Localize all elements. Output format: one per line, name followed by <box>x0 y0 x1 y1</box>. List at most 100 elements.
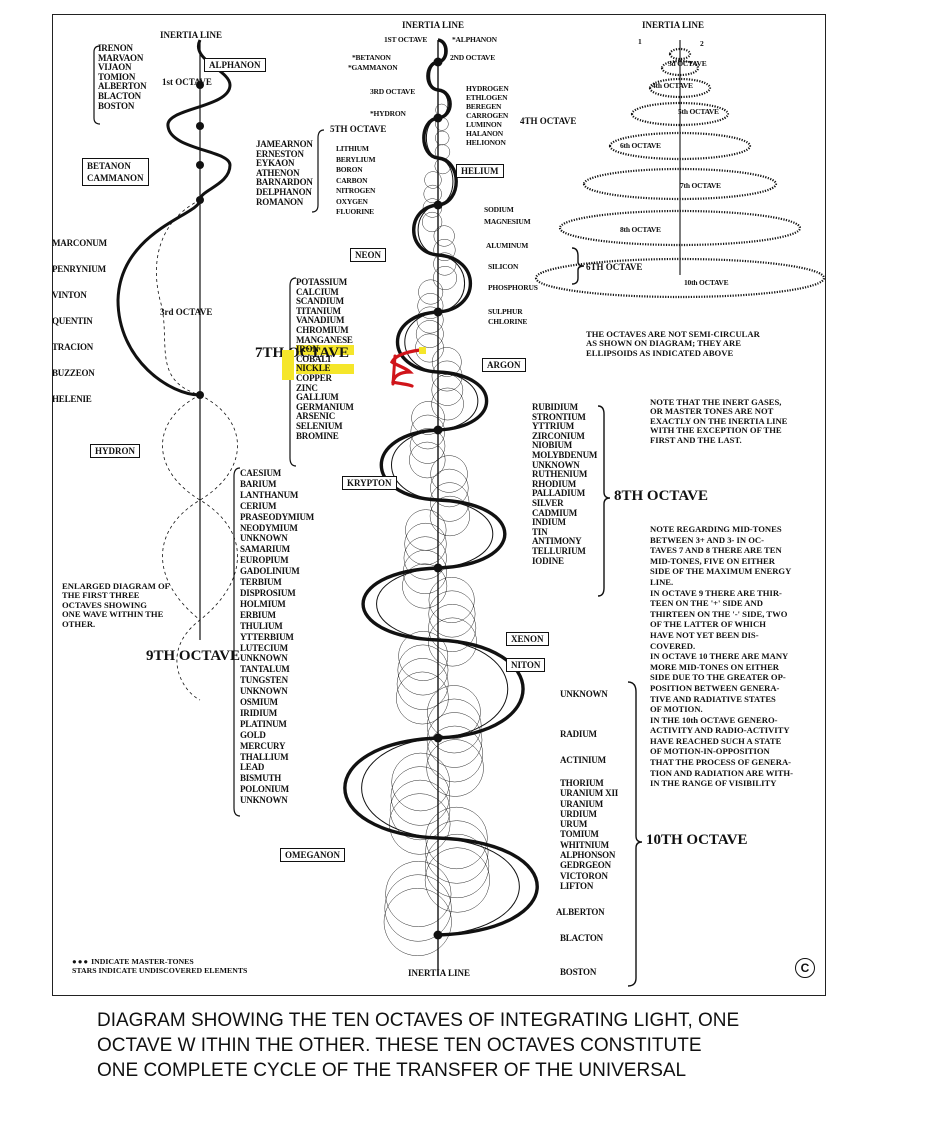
mid-tone-circle <box>422 211 443 233</box>
element-label: VIJAON <box>98 62 132 73</box>
master-tone-dot <box>433 930 443 940</box>
element-label: HOLMIUM <box>240 598 286 609</box>
element-label: MERCURY <box>240 740 286 751</box>
element-label: ARSENIC <box>296 411 336 422</box>
element-label: ZIRCONIUM <box>532 430 585 441</box>
element-label: VICTORON <box>560 870 608 881</box>
element-label: ALPHONSON <box>560 850 616 861</box>
xenon-box: XENON <box>506 632 549 646</box>
mid-tone-circle <box>428 604 477 652</box>
mid-tone-circle <box>426 725 484 783</box>
element-label: WHITNIUM <box>560 839 609 850</box>
tenth-actinium: ACTINIUM <box>560 755 606 765</box>
element-label: COBALT <box>296 353 332 364</box>
element-label: GALLIUM <box>296 392 339 403</box>
element-label: URANIUM XII <box>560 788 619 799</box>
fifth-octave-brace <box>311 129 325 213</box>
element-label: GADOLINIUM <box>240 566 300 577</box>
fifth-octave-label: 5TH OCTAVE <box>330 124 387 134</box>
mid-tone-circle <box>396 658 449 710</box>
element-label: ZINC <box>296 382 318 393</box>
element-label: TELLURIUM <box>532 545 586 556</box>
element-label: BOSTON <box>98 100 135 111</box>
mid-tone-circle <box>424 847 490 913</box>
mid-tone-circle <box>402 549 447 595</box>
element-label: IODINE <box>532 555 564 566</box>
mid-tones-note: NOTE REGARDING MID-TONES BETWEEN 3+ AND … <box>650 524 793 789</box>
element-label: THORIUM <box>560 778 604 788</box>
element-label: CARROGEN <box>466 111 509 120</box>
mid-tone-circle <box>402 563 448 609</box>
spiral-label-4: 4th OCTAVE <box>652 81 693 90</box>
mid-tone-circle <box>423 184 442 204</box>
mid-tone-circle <box>433 238 456 262</box>
mid-tone-circle <box>418 279 444 305</box>
mid-tone-circle <box>405 509 447 551</box>
mid-tone-circle <box>434 130 450 146</box>
caption-line: OCTAVE W ITHIN THE OTHER. THESE TEN OCTA… <box>97 1035 702 1056</box>
inertia-line-label-center: INERTIA LINE <box>402 20 464 30</box>
mid-tone-circle <box>433 225 455 247</box>
sixth-sulphur: SULPHUR <box>488 307 523 316</box>
alphanon-center-label: *ALPHANON <box>452 35 497 44</box>
yellow-marker <box>419 347 426 354</box>
third-octave-elements: MARCONUM PENRYNIUM VINTON QUENTIN TRACIO… <box>52 230 107 412</box>
element-label: ETHLOGEN <box>466 93 508 102</box>
element-label: CHROMIUM <box>296 324 349 335</box>
mid-tone-circle <box>427 685 481 739</box>
highlight-tab <box>282 350 294 380</box>
element-label: LITHIUM <box>336 144 369 153</box>
mid-tone-circle <box>428 617 477 667</box>
eighth-octave-brace <box>597 405 611 597</box>
right-ellipsoid <box>534 257 826 299</box>
red-annotation-stroke <box>391 354 397 386</box>
master-tone-dot <box>433 57 443 67</box>
master-tone-dot <box>196 391 204 399</box>
element-label: LUTECIUM <box>240 642 288 653</box>
sixth-phosphorus: PHOSPHORUS <box>488 283 538 292</box>
left-main-wave <box>116 39 232 397</box>
mid-tone-circle <box>431 374 464 406</box>
element-label: QUENTIN <box>52 316 93 326</box>
element-label: STRONTIUM <box>532 411 586 422</box>
spiral-label-8: 8th OCTAVE <box>620 225 661 234</box>
element-label: CERIUM <box>240 500 277 511</box>
inertia-line-label-left: INERTIA LINE <box>160 30 222 40</box>
spiral-label-10: 10th OCTAVE <box>684 278 729 287</box>
element-label: TUNGSTEN <box>240 675 288 686</box>
element-label: NEODYMIUM <box>240 522 298 533</box>
element-label: ROMANON <box>256 196 304 207</box>
element-label: VINTON <box>52 290 87 300</box>
element-label: GOLD <box>240 729 266 740</box>
red-annotation-mark <box>389 348 422 388</box>
element-label: DELPHANON <box>256 186 312 197</box>
inert-gases-note: NOTE THAT THE INERT GASES, OR MASTER TON… <box>650 397 788 445</box>
mid-tone-circle <box>431 387 464 421</box>
right-ellipsoid <box>582 167 778 201</box>
mid-tone-circle <box>425 833 490 899</box>
element-label: ALBERTON <box>98 81 147 92</box>
seventh-octave-elements: POTASSIUM CALCIUM SCANDIUM TITANIUM VANA… <box>296 277 354 441</box>
mid-tone-circle <box>430 482 470 522</box>
sixth-silicon: SILICON <box>488 262 519 271</box>
master-tone-dot <box>433 200 443 210</box>
element-label: ATHENON <box>256 167 300 178</box>
mid-tone-circle <box>430 455 468 493</box>
spiral-label-6: 6th OCTAVE <box>620 141 661 150</box>
third-octave-center-label: 3RD OCTAVE <box>370 87 416 96</box>
master-tone-dot <box>196 81 204 89</box>
element-label: SCANDIUM <box>296 296 344 307</box>
element-label: HELIONON <box>466 138 506 147</box>
right-ellipsoid <box>630 101 730 127</box>
tenth-alberton: ALBERTON <box>556 907 605 917</box>
enlarged-note: ENLARGED DIAGRAM OF THE FIRST THREE OCTA… <box>62 581 170 629</box>
element-label: URUM <box>560 819 588 830</box>
element-label: MARVAON <box>98 52 144 63</box>
alphanon-box: ALPHANON <box>204 58 266 72</box>
mid-tone-circle <box>398 631 449 681</box>
spiral-number-2: 2 <box>700 39 704 48</box>
master-tone-dot <box>196 196 204 204</box>
mid-tone-circle <box>409 441 446 479</box>
master-tone-dot <box>433 733 443 743</box>
